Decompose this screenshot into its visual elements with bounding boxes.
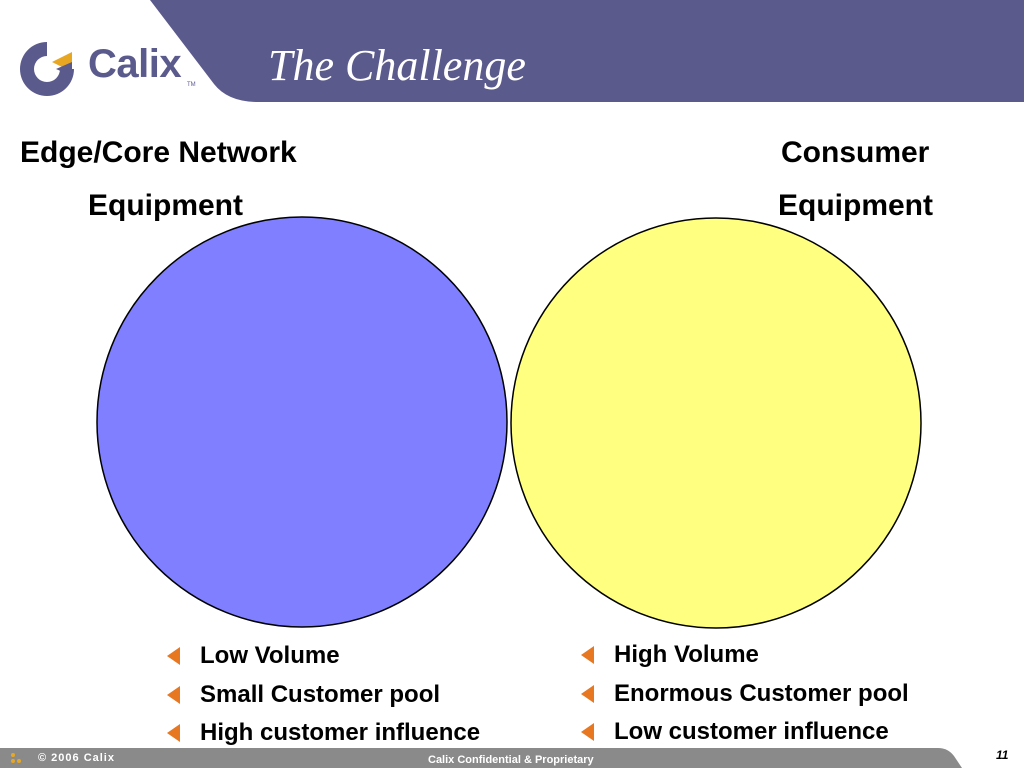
right-heading-line1: Consumer — [781, 136, 930, 169]
orange-triangle-bullet-icon — [581, 646, 594, 664]
footer-bar — [0, 748, 962, 768]
bullet-text: High Volume — [614, 641, 759, 668]
logo-text: Calix — [88, 42, 182, 86]
left-circle — [96, 216, 508, 628]
orange-triangle-bullet-icon — [167, 685, 180, 704]
bullet-text: High customer influence — [200, 719, 481, 746]
calix-c-logo-icon — [20, 42, 74, 96]
venn-circles — [96, 216, 922, 629]
right-circle — [510, 217, 922, 629]
footer-copyright: © 2006 Calix — [38, 752, 115, 764]
bullet-text: Small Customer pool — [200, 680, 441, 708]
header-band — [150, 0, 1024, 102]
logo-trademark: TM — [187, 82, 196, 88]
orange-triangle-bullet-icon — [581, 684, 594, 703]
slide-title: The Challenge — [268, 41, 526, 90]
dots-icon — [11, 753, 21, 763]
bullet-text: Low customer influence — [614, 718, 889, 745]
bullet-text: Enormous Customer pool — [614, 679, 909, 707]
left-heading-line2: Equipment — [88, 189, 243, 222]
bullet-text: Low Volume — [200, 642, 340, 669]
left-heading-line1: Edge/Core Network — [20, 136, 297, 169]
right-heading-line2: Equipment — [778, 189, 933, 222]
orange-triangle-bullet-icon — [167, 724, 180, 742]
footer-confidential: Calix Confidential & Proprietary — [428, 754, 594, 766]
page-number: 11 — [996, 748, 1009, 762]
orange-triangle-bullet-icon — [167, 647, 180, 665]
orange-triangle-bullet-icon — [581, 723, 594, 741]
